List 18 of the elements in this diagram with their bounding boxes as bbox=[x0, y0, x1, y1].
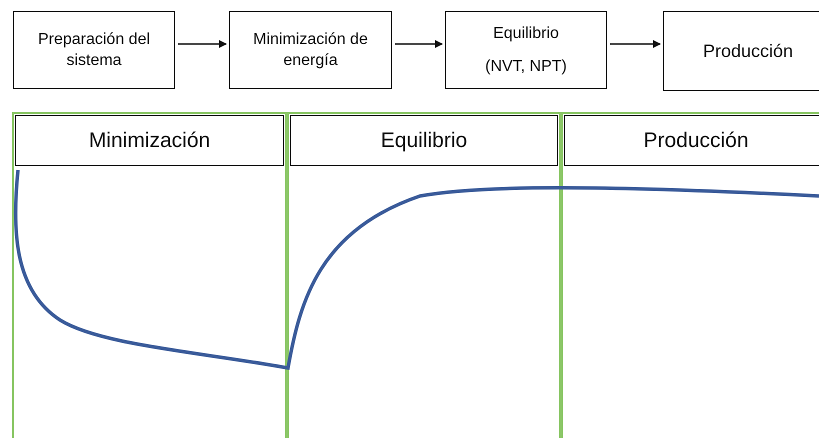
step-label: Producción bbox=[702, 40, 794, 62]
step-label: Equilibrio bbox=[493, 24, 559, 44]
process-box bbox=[229, 11, 392, 89]
phase-header: Equilibrio bbox=[290, 115, 558, 166]
phase-column bbox=[561, 112, 819, 438]
process-box bbox=[445, 11, 607, 89]
step-label: Preparación del sistema bbox=[36, 30, 152, 71]
arrow bbox=[395, 40, 443, 48]
step-label: (NVT, NPT) bbox=[485, 57, 567, 77]
process-box bbox=[13, 11, 175, 89]
process-box bbox=[663, 11, 819, 91]
phase-header: Minimización bbox=[15, 115, 284, 166]
phase-column bbox=[287, 112, 561, 438]
arrow bbox=[178, 40, 227, 48]
arrow bbox=[610, 40, 661, 48]
step-label: Minimización de energía bbox=[252, 30, 369, 71]
phase-header: Producción bbox=[564, 115, 819, 166]
phase-column bbox=[12, 112, 287, 438]
